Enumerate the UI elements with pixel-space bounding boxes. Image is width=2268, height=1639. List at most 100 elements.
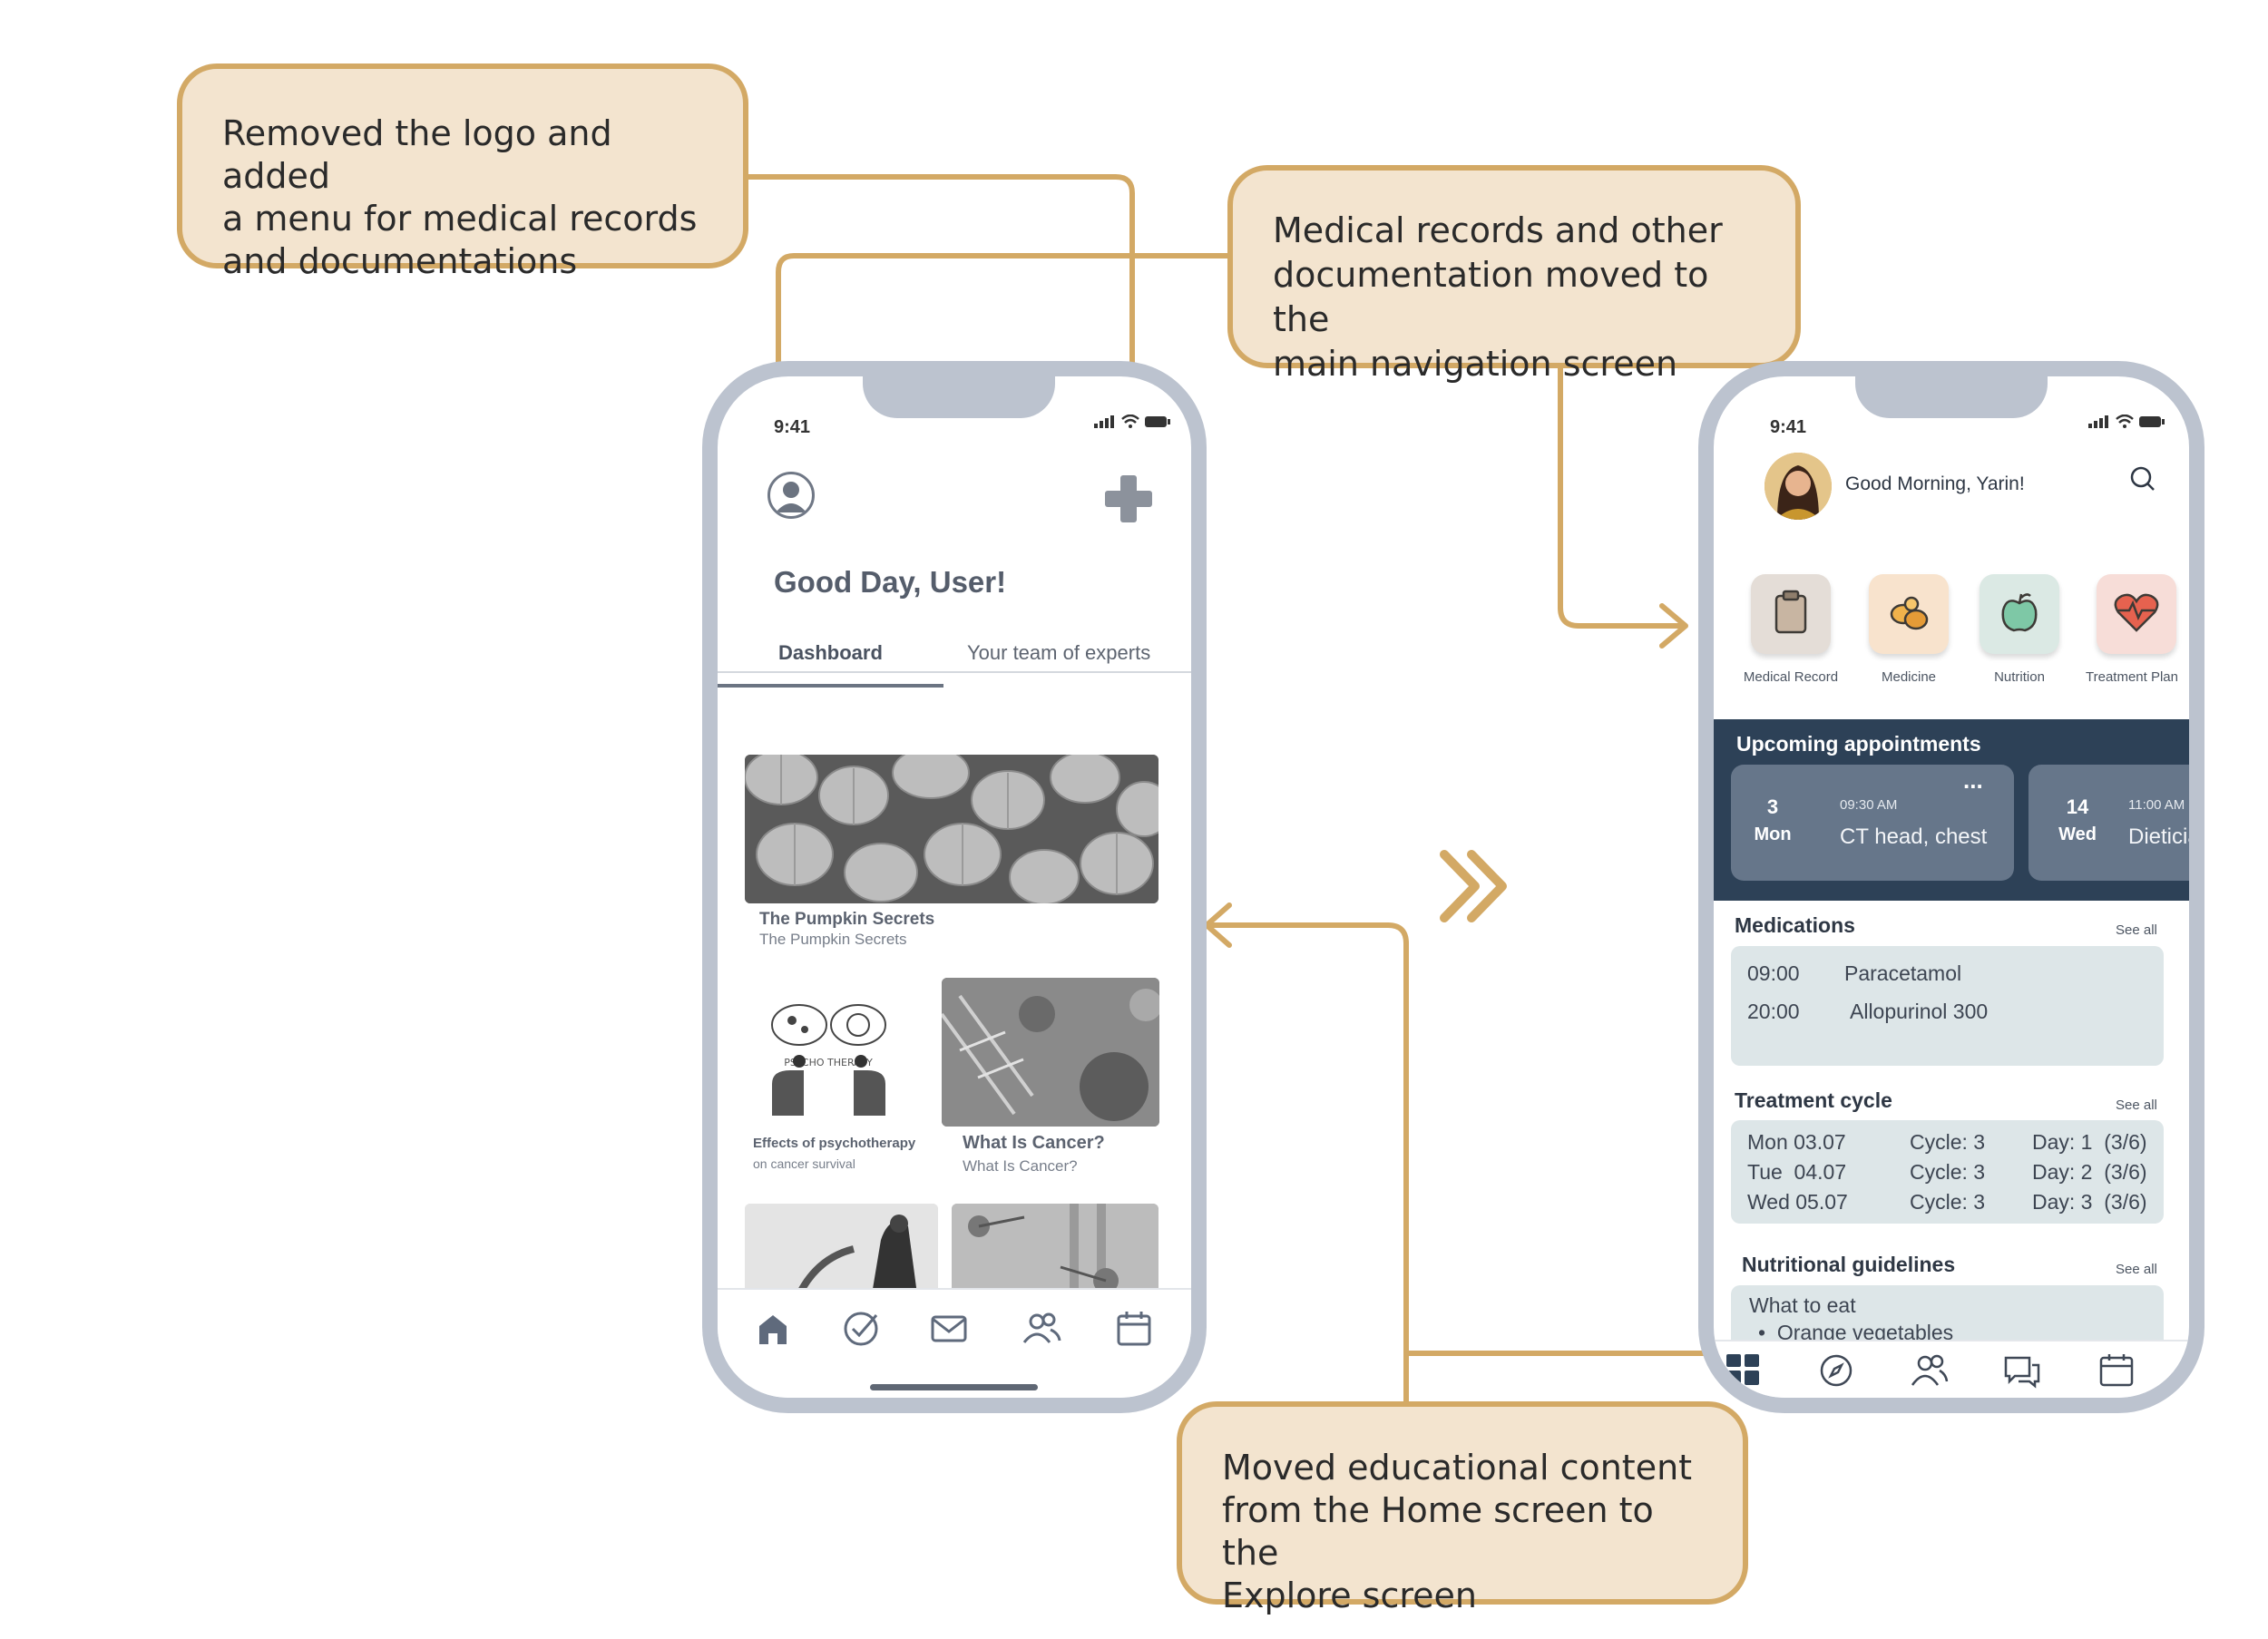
status-time: 9:41 <box>774 417 811 437</box>
callout-educational: Moved educational content from the Home … <box>1177 1401 1748 1615</box>
nutrition-see-all-link[interactable]: See all <box>2116 1262 2157 1277</box>
nutrition-title: Nutritional guidelines <box>1742 1253 1956 1276</box>
card-title: The Pumpkin Secrets <box>759 910 935 929</box>
nav-label-explore[interactable]: Explore <box>1813 1398 1860 1413</box>
medications-list: 09:00 Paracetamol 20:00 Allopurinol 300 <box>1731 946 2164 1066</box>
cycle-day: Day: 3 (3/6) <box>2032 1190 2147 1214</box>
nav-label-messages[interactable]: Messages <box>1990 1398 2054 1413</box>
appointment-day-name: Wed <box>2058 824 2097 844</box>
phone-notch <box>863 376 1055 418</box>
old-home-screen: 9:41 Good Day, User! Dashboard Your team… <box>702 361 1207 1413</box>
callout-logo-menu-line3: and documentations <box>222 241 578 281</box>
battery-icon <box>1145 416 1170 427</box>
appointment-name: Dietician <box>2128 824 2204 849</box>
messages-icon[interactable] <box>2002 1351 2042 1390</box>
pumpkin-article-image[interactable] <box>745 755 1158 903</box>
medical-record-button[interactable] <box>1751 574 1831 654</box>
medications-title: Medications <box>1735 913 1855 937</box>
status-icons <box>1094 415 1170 428</box>
calendar-icon[interactable] <box>2097 1351 2136 1390</box>
medications-see-all-link[interactable]: See all <box>2116 922 2157 938</box>
quick-action-label: Nutrition <box>1994 669 2045 685</box>
upcoming-appointments-panel: Upcoming appointments 3 Mon 09:30 AM CT … <box>1714 719 2204 901</box>
callout-educational-line3: Explore screen <box>1222 1576 1477 1615</box>
art-text: PSYCHO THERAPY <box>784 1057 873 1068</box>
medication-time: 20:00 <box>1747 1000 1800 1023</box>
battery-icon <box>2139 416 2165 427</box>
mail-icon[interactable] <box>928 1308 970 1350</box>
cycle-date: Tue 04.07 <box>1747 1160 1847 1184</box>
calendar-icon[interactable] <box>1113 1308 1155 1350</box>
cycle-day: Day: 1 (3/6) <box>2032 1130 2147 1154</box>
user-avatar[interactable] <box>1765 453 1832 520</box>
signal-icon <box>1094 415 1114 428</box>
appointment-time: 11:00 AM <box>2128 797 2185 813</box>
check-circle-icon[interactable] <box>840 1308 882 1350</box>
card-title: Effects of psychotherapy <box>753 1136 916 1151</box>
quick-action-label: Medical Record <box>1743 669 1839 685</box>
medical-plus-icon[interactable] <box>1103 473 1154 524</box>
cycle-number: Cycle: 3 <box>1910 1160 1986 1184</box>
nav-label-calendar[interactable]: Calendar <box>2089 1398 2146 1413</box>
people-icon[interactable] <box>1021 1308 1062 1350</box>
appointment-day-number: 3 <box>1766 795 1779 818</box>
appointment-day-number: 14 <box>2066 795 2089 818</box>
cycle-day: Day: 2 (3/6) <box>2032 1160 2147 1184</box>
compass-icon[interactable] <box>1816 1351 1856 1390</box>
medication-name: Paracetamol <box>1844 961 1962 985</box>
psychotherapy-illustration[interactable]: PSYCHO THERAPY <box>763 984 894 1120</box>
profile-avatar-icon[interactable] <box>767 472 815 519</box>
card-subtitle: The Pumpkin Secrets <box>759 931 907 948</box>
callout-records-line2: documentation moved to the <box>1273 255 1709 339</box>
home-indicator <box>870 1384 1038 1390</box>
treatment-cycle-see-all-link[interactable]: See all <box>2116 1098 2157 1113</box>
article-image-lab[interactable] <box>952 1204 1158 1294</box>
cycle-date: Wed 05.07 <box>1747 1190 1848 1214</box>
bottom-nav: Home Explore Care Team Messages Calendar <box>1714 1340 2189 1413</box>
callout-educational-line1: Moved educational content <box>1222 1448 1693 1488</box>
article-image-yoga[interactable] <box>745 1204 938 1294</box>
card-subtitle: What Is Cancer? <box>963 1157 1078 1175</box>
cycle-number: Cycle: 3 <box>1910 1130 1986 1154</box>
care-team-icon[interactable] <box>1909 1351 1949 1390</box>
heart-pulse-icon <box>2114 593 2159 632</box>
treatment-cycle-title: Treatment cycle <box>1735 1088 1892 1112</box>
quick-action-label: Treatment Plan <box>2086 669 2178 685</box>
treatment-plan-button[interactable] <box>2097 574 2176 654</box>
greeting-text: Good Morning, Yarin! <box>1845 473 2025 494</box>
callout-educational-line2: from the Home screen to the <box>1222 1490 1654 1573</box>
card-subtitle: on cancer survival <box>753 1156 855 1171</box>
appointment-name: CT head, chest <box>1840 824 1988 849</box>
greeting-title: Good Day, User! <box>774 565 1007 599</box>
card-title: What Is Cancer? <box>963 1133 1105 1153</box>
section-title: Upcoming appointments <box>1736 732 1981 756</box>
appointment-card[interactable]: 14 Wed 11:00 AM Dietician <box>2028 765 2204 881</box>
status-time: 9:41 <box>1770 417 1807 437</box>
medicine-button[interactable] <box>1869 574 1949 654</box>
nav-label-care-team[interactable]: Care Team <box>1895 1398 1962 1413</box>
new-home-screen: 9:41 Good Morning, Yarin! Medical Record… <box>1698 361 2204 1413</box>
nutrition-line: What to eat <box>1749 1293 1856 1317</box>
quick-action-label: Medicine <box>1881 669 1937 685</box>
callout-logo-menu-line2: a menu for medical records <box>222 199 698 239</box>
home-icon[interactable] <box>752 1308 794 1350</box>
bottom-nav <box>718 1288 1191 1398</box>
what-is-cancer-image[interactable] <box>942 978 1159 1127</box>
tab-dashboard[interactable]: Dashboard <box>778 641 883 664</box>
appointment-time: 09:30 AM <box>1840 797 1898 813</box>
callout-logo-menu-line1: Removed the logo and added <box>222 113 612 196</box>
signal-icon <box>2088 415 2108 428</box>
status-icons <box>2088 415 2165 428</box>
medication-time: 09:00 <box>1747 961 1800 985</box>
more-options-icon[interactable]: ... <box>1963 766 1983 794</box>
appointment-card[interactable]: 3 Mon 09:30 AM CT head, chest ... <box>1731 765 2014 881</box>
appointment-day-name: Mon <box>1754 824 1792 844</box>
wifi-icon <box>1121 415 1139 428</box>
callout-logo-menu: Removed the logo and added a menu for me… <box>177 63 748 281</box>
home-grid-icon[interactable] <box>1723 1351 1763 1390</box>
phone-notch <box>1855 376 2048 418</box>
nutrition-button[interactable] <box>1980 574 2059 654</box>
tab-team-of-experts[interactable]: Your team of experts <box>967 641 1151 664</box>
active-tab-indicator <box>718 684 943 688</box>
search-icon[interactable] <box>2127 463 2158 494</box>
